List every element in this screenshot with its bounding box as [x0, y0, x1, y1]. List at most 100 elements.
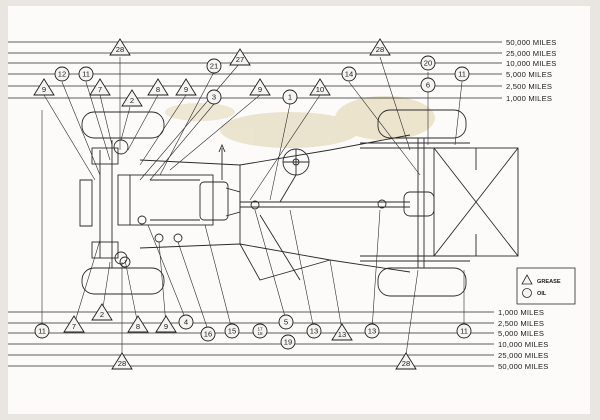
svg-text:28: 28 — [118, 359, 126, 368]
svg-text:9: 9 — [164, 322, 168, 331]
svg-text:20: 20 — [424, 59, 432, 68]
svg-text:9: 9 — [258, 85, 262, 94]
marker-15: 15 — [224, 323, 240, 339]
front-wheel-bottom — [81, 267, 165, 295]
marker-19: 19 — [280, 334, 296, 350]
interval-label-bottom-0: 1,000 MILES — [498, 308, 544, 317]
front-wheel-top — [81, 111, 165, 139]
marker-13-c: 13 — [364, 323, 380, 339]
svg-text:17: 17 — [257, 326, 263, 331]
interval-label-top-4: 2,500 MILES — [506, 82, 552, 91]
svg-text:11: 11 — [458, 70, 466, 79]
svg-text:8: 8 — [136, 322, 140, 331]
svg-text:1: 1 — [288, 93, 292, 102]
marker-10: 10 — [309, 78, 331, 96]
svg-text:4: 4 — [184, 318, 188, 327]
svg-text:28: 28 — [376, 45, 384, 54]
svg-text:19: 19 — [284, 338, 292, 347]
svg-text:18: 18 — [257, 331, 263, 336]
interval-label-bottom-3: 10,000 MILES — [498, 340, 549, 349]
marker-16: 16 — [200, 326, 216, 342]
marker-2-bottom: 2 — [91, 303, 113, 321]
marker-4: 4 — [178, 314, 194, 330]
interval-label-top-3: 5,000 MILES — [506, 70, 552, 79]
marker-7-top: 7 — [89, 78, 111, 96]
interval-label-top-1: 25,000 MILES — [506, 49, 557, 58]
svg-text:11: 11 — [82, 70, 90, 79]
marker-28-bottom-left: 28 — [111, 352, 133, 370]
marker-21: 21 — [206, 58, 222, 74]
interval-label-bottom-4: 25,000 MILES — [498, 351, 549, 360]
chassis-plan-view — [79, 109, 519, 297]
svg-text:27: 27 — [236, 55, 244, 64]
interval-lines-bottom — [8, 311, 494, 367]
svg-text:16: 16 — [204, 330, 212, 339]
interval-labels-top: 50,000 MILES 25,000 MILES 10,000 MILES 5… — [506, 38, 557, 103]
marker-28-top-right: 28 — [369, 38, 391, 56]
marker-1: 1 — [282, 89, 298, 105]
marker-20: 20 — [420, 55, 436, 71]
rear-wheel-top — [377, 109, 467, 139]
svg-text:21: 21 — [210, 62, 218, 71]
marker-2-top: 2 — [121, 89, 143, 107]
marker-9-top-a: 9 — [33, 78, 55, 96]
marker-9-top-b: 9 — [175, 78, 197, 96]
svg-text:7: 7 — [98, 85, 102, 94]
svg-text:5: 5 — [284, 318, 288, 327]
svg-text:3: 3 — [212, 93, 216, 102]
marker-13-b: 13 — [331, 323, 353, 341]
svg-text:9: 9 — [184, 85, 188, 94]
svg-text:7: 7 — [72, 322, 76, 331]
marker-14: 14 — [341, 66, 357, 82]
marker-11-top-right: 11 — [454, 66, 470, 82]
marker-12: 12 — [54, 66, 70, 82]
legend-grease-label: GREASE — [537, 279, 561, 285]
interval-label-bottom-5: 50,000 MILES — [498, 362, 549, 371]
marker-7-bottom: 7 — [63, 315, 85, 333]
svg-text:11: 11 — [460, 327, 468, 336]
marker-8-bottom: 8 — [127, 315, 149, 333]
top-markers: 28 28 27 20 21 12 11 14 11 6 9 7 8 9 9 1… — [33, 38, 470, 107]
marker-5: 5 — [278, 314, 294, 330]
marker-28-bottom-right: 28 — [395, 352, 417, 370]
rear-wheel-bottom — [377, 267, 467, 297]
paper-stains — [165, 96, 435, 148]
marker-11-top-left: 11 — [78, 66, 94, 82]
svg-text:15: 15 — [228, 327, 236, 336]
svg-text:6: 6 — [426, 81, 430, 90]
legend: GREASE OIL — [516, 267, 576, 305]
svg-text:13: 13 — [368, 327, 376, 336]
marker-9-top-c: 9 — [249, 78, 271, 96]
legend-oil-label: OIL — [537, 291, 547, 297]
interval-label-bottom-1: 2,500 MILES — [498, 319, 544, 328]
marker-28-top-left: 28 — [109, 38, 131, 56]
svg-text:10: 10 — [316, 85, 324, 94]
marker-3: 3 — [206, 89, 222, 105]
svg-text:2: 2 — [100, 310, 104, 319]
marker-13-a: 13 — [306, 323, 322, 339]
svg-text:11: 11 — [38, 327, 46, 336]
svg-text:28: 28 — [402, 359, 410, 368]
interval-labels-bottom: 1,000 MILES 2,500 MILES 5,000 MILES 10,0… — [498, 308, 549, 371]
svg-text:12: 12 — [58, 70, 66, 79]
engine-block — [117, 174, 214, 226]
interval-label-bottom-2: 5,000 MILES — [498, 329, 544, 338]
interval-label-top-0: 50,000 MILES — [506, 38, 557, 47]
legend-triangle-icon — [521, 274, 533, 285]
svg-text:14: 14 — [345, 70, 353, 79]
marker-11-bottom-right: 11 — [456, 323, 472, 339]
leader-lines — [41, 56, 465, 356]
marker-6: 6 — [420, 77, 436, 93]
marker-9-bottom: 9 — [155, 315, 177, 333]
svg-text:8: 8 — [156, 85, 160, 94]
svg-text:28: 28 — [116, 45, 124, 54]
interval-label-top-5: 1,000 MILES — [506, 94, 552, 103]
legend-circle-icon — [522, 288, 532, 298]
svg-text:13: 13 — [310, 327, 318, 336]
legend-box — [516, 267, 576, 305]
gearbox — [199, 181, 229, 221]
